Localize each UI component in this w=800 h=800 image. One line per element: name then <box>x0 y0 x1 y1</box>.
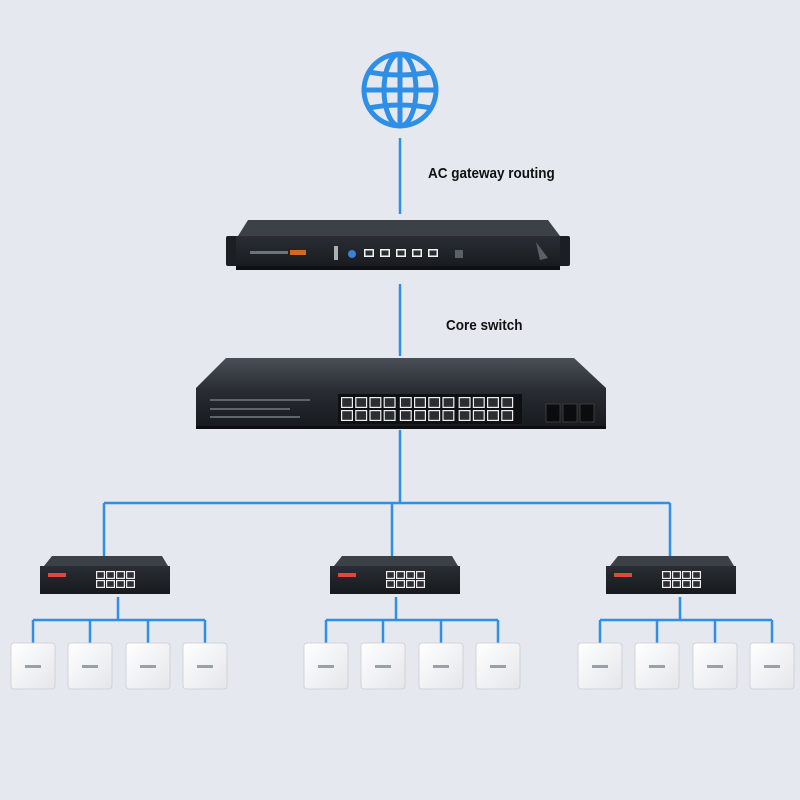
gateway-label: AC gateway routing <box>428 165 555 182</box>
core-switch-ports <box>341 397 514 421</box>
access-point-group-1 <box>10 642 228 690</box>
access-switch-1 <box>40 556 170 594</box>
access-point-group-3 <box>577 642 795 690</box>
access-point-group-2 <box>303 642 521 690</box>
globe-icon <box>361 51 439 129</box>
connection-lines <box>31 138 774 643</box>
access-switch-3-ports <box>662 571 701 588</box>
core-switch-label: Core switch <box>446 317 523 334</box>
access-switch-2-ports <box>386 571 425 588</box>
gateway-router <box>226 220 570 270</box>
access-switch-2 <box>330 556 460 594</box>
core-switch <box>196 358 606 429</box>
access-switch-1-ports <box>96 571 135 588</box>
access-switch-3 <box>606 556 736 594</box>
